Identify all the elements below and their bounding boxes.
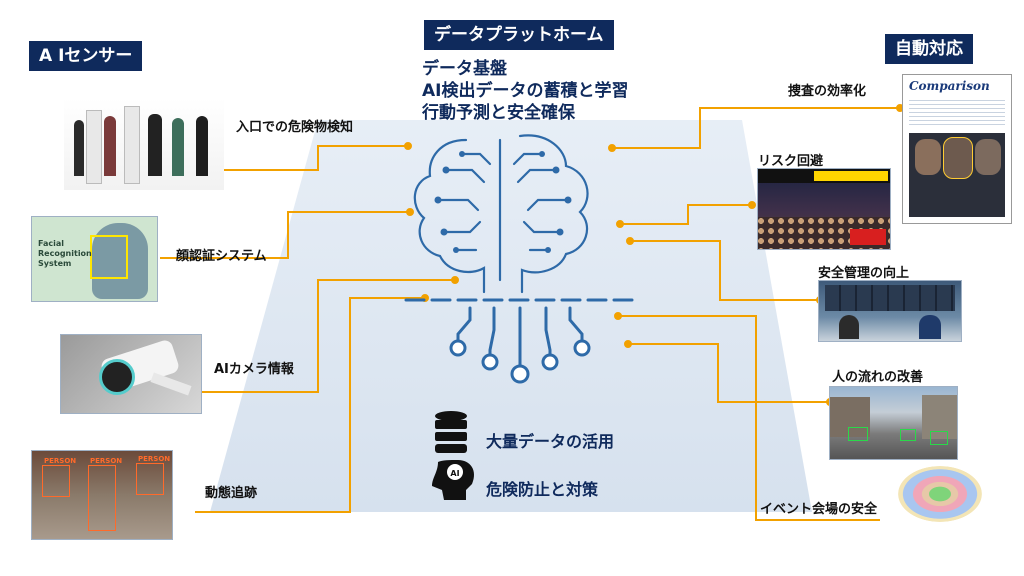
platform-line-2: AI検出データの蓄積と学習	[422, 81, 629, 101]
header-ai-sensor: A Iセンサー	[29, 41, 143, 71]
connector-dot	[608, 144, 616, 152]
connector-right-1	[612, 107, 900, 149]
platform-line-3: 行動予測と安全確保	[422, 103, 575, 123]
platform-trapezoid	[210, 120, 812, 512]
output-bus-nodes	[449, 339, 591, 384]
connector-left-4	[195, 297, 425, 513]
brain-nodes	[434, 151, 572, 253]
database-icon	[435, 411, 467, 453]
label-event-venue-safety: イベント会場の安全	[760, 502, 878, 517]
connector-dot	[624, 340, 632, 348]
camera-photo	[60, 334, 202, 414]
connector-dot	[616, 220, 624, 228]
bottom-item-big-data: 大量データの活用	[486, 432, 615, 451]
stadium-photo	[892, 462, 988, 526]
connector-left-2	[160, 211, 410, 259]
brain-circuit-icon	[413, 134, 589, 294]
street-photo	[829, 386, 958, 460]
crowd-news-photo	[757, 168, 891, 250]
bottom-item-risk-prevention: 危険防止と対策	[486, 480, 599, 499]
connector-lines	[160, 104, 904, 521]
label-people-flow: 人の流れの改善	[832, 370, 924, 385]
label-risk-avoidance: リスク回避	[758, 154, 824, 169]
connector-dot	[406, 208, 414, 216]
label-investigation-efficiency: 捜査の効率化	[788, 84, 867, 99]
tracking-photo: PERSON PERSON PERSON	[31, 450, 173, 540]
platform-title: データ基盤 AI検出データの蓄積と学習 行動予測と安全確保	[422, 58, 628, 124]
label-ai-camera: AIカメラ情報	[214, 362, 294, 377]
connector-dot	[451, 276, 459, 284]
control-room-photo	[818, 280, 962, 342]
connector-right-2	[620, 204, 752, 225]
connector-dot	[404, 142, 412, 150]
connector-right-4	[628, 343, 830, 403]
connector-dot	[614, 312, 622, 320]
connector-dot	[748, 201, 756, 209]
label-face-recognition: 顔認証システム	[176, 249, 267, 264]
ai-head-icon: AI	[432, 460, 475, 500]
label-entrance-detection: 入口での危険物検知	[236, 120, 354, 135]
svg-text:AI: AI	[450, 469, 459, 478]
connector-left-3	[200, 279, 455, 393]
connector-dot	[626, 237, 634, 245]
label-motion-tracking: 動態追跡	[205, 486, 258, 501]
connector-right-5	[618, 315, 880, 521]
output-bus-icon	[404, 298, 642, 368]
connector-right-3	[630, 240, 820, 301]
comparison-photo: Comparison	[902, 74, 1012, 224]
header-data-platform: データプラットホーム	[424, 20, 614, 50]
connector-left-1	[215, 145, 408, 171]
header-auto-response: 自動対応	[885, 34, 973, 64]
platform-line-1: データ基盤	[422, 59, 507, 79]
security-gate-photo	[64, 98, 224, 190]
label-safety-management: 安全管理の向上	[818, 266, 910, 281]
